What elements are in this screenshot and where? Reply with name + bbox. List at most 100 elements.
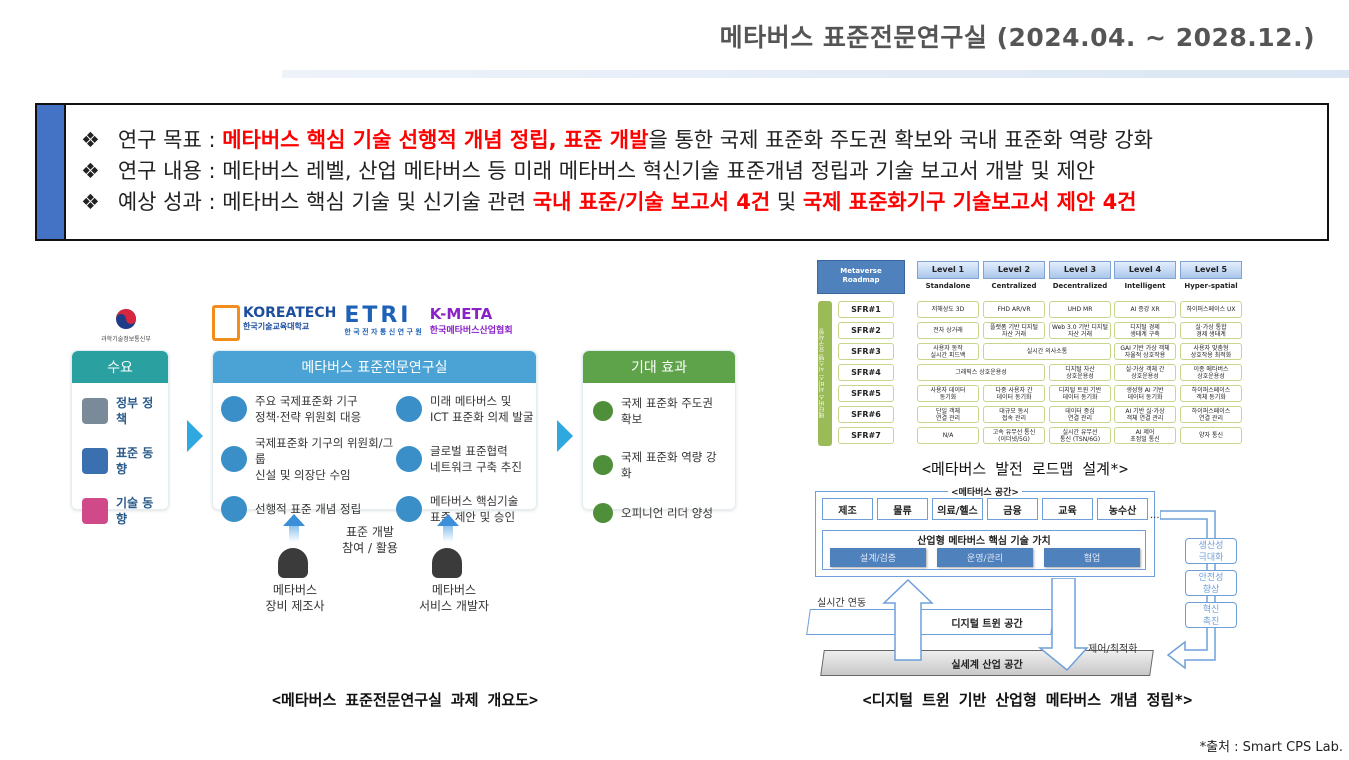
industry-box: 농수산 xyxy=(1097,498,1148,520)
accent-bar xyxy=(37,105,66,239)
effect-icon xyxy=(593,401,613,421)
effect-item: 오피니언 리더 양성 xyxy=(593,503,725,523)
etri-logo-subtext: 한 국 전 자 통 신 연 구 원 xyxy=(344,328,422,336)
effect-header: 기대 효과 xyxy=(583,351,735,383)
roadmap-cell: 플랫폼 기반 디지털 자산 거래 xyxy=(983,322,1045,339)
roadmap-cell: 하이퍼스페이스 연결 관리 xyxy=(1180,406,1242,423)
roadmap-cell: 실시간 의사소통 xyxy=(983,343,1111,360)
core-value-box xyxy=(822,530,1146,570)
demand-icon xyxy=(82,498,108,524)
goal-line: ❖예상 성과 : 메타버스 핵심 기술 및 신기술 관련 국내 표준/기술 보고… xyxy=(81,187,1153,218)
industry-box: 교육 xyxy=(1042,498,1093,520)
source-note: *출처 : Smart CPS Lab. xyxy=(1199,740,1343,755)
roadmap-cell: 실·가상 통합 경제 생태계 xyxy=(1180,322,1242,339)
goal-text: 을 통한 국제 표준화 주도권 확보와 국내 표준화 역량 강화 xyxy=(648,128,1153,152)
middle-label: 표준 개발 참여 / 활용 xyxy=(342,525,398,555)
roadmap-cell: 대규모 동시 접속 관리 xyxy=(983,406,1045,423)
demand-item-label: 기술 동향 xyxy=(116,496,154,526)
bullet-icon: ❖ xyxy=(81,190,100,214)
roadmap-cell: 하이퍼스페이스 UX xyxy=(1180,301,1242,318)
sfr-label: SFR#3 xyxy=(838,343,894,360)
effect-icon xyxy=(593,455,613,475)
industry-box: 의료/헬스 xyxy=(932,498,983,520)
flow-arrow-icon xyxy=(557,420,573,452)
government-logo xyxy=(108,307,144,331)
demand-icon xyxy=(82,448,108,474)
benefit-box: 혁신 촉진 xyxy=(1185,602,1237,628)
core-value-title: 산업형 메타버스 핵심 기술 가치 xyxy=(917,536,1051,547)
core-value-item: 협업 xyxy=(1044,548,1140,567)
level-subtitle: Hyper-spatial xyxy=(1184,282,1238,290)
sfr-label: SFR#5 xyxy=(838,385,894,402)
sfr-label: SFR#7 xyxy=(838,427,894,444)
goal-text: 메타버스 레벨, 산업 메타버스 등 미래 메타버스 혁신기술 표준개념 정립과… xyxy=(222,159,1096,183)
goal-text: 메타버스 핵심 기술 및 신기술 관련 xyxy=(222,190,533,214)
roadmap-cell: 디지털 경제 생태계 구축 xyxy=(1114,322,1176,339)
level-header: Level 4 xyxy=(1114,261,1176,279)
roadmap-cell: AI 제어 초정밀 통신 xyxy=(1114,427,1176,444)
demand-item-label: 정부 정책 xyxy=(116,396,154,426)
overview-caption: <메타버스 표준전문연구실 과제 개요도> xyxy=(272,691,538,709)
level-subtitle: Decentralized xyxy=(1052,282,1108,290)
roadmap-cell: UHD MR xyxy=(1049,301,1111,318)
roadmap-cell: 데이터 중심 연결 관리 xyxy=(1049,406,1111,423)
lab-item: 국제표준화 기구의 위원회/그룹 신설 및 의장단 수임 xyxy=(221,435,396,483)
government-logo-text: 과학기술정보통신부 xyxy=(101,336,151,343)
lab-item-label: 글로벌 표준협력 네트워크 구축 추진 xyxy=(430,444,522,474)
goal-label: 예상 성과 : xyxy=(117,190,223,214)
roadmap-cell: 하이퍼스페이스 객체 동기화 xyxy=(1180,385,1242,402)
core-value-item: 설계/검증 xyxy=(830,548,926,567)
lab-item-icon xyxy=(396,496,422,522)
highlight-text: 국제 표준화기구 기술보고서 제안 4건 xyxy=(802,190,1137,214)
kmeta-logo-subtext: 한국메타버스산업협회 xyxy=(429,326,513,336)
lab-item-label: 국제표준화 기구의 위원회/그룹 신설 및 의장단 수임 xyxy=(255,436,394,482)
roadmap-corner: Metaverse Roadmap xyxy=(817,260,905,294)
lab-item-icon xyxy=(396,396,422,422)
demand-item: 표준 동향 xyxy=(82,445,158,477)
up-arrow-icon xyxy=(283,514,305,526)
sfr-label: SFR#6 xyxy=(838,406,894,423)
lab-item: 미래 메타버스 및 ICT 표준화 의제 발굴 xyxy=(396,393,536,425)
level-header: Level 3 xyxy=(1049,261,1111,279)
roadmap-cell: N/A xyxy=(917,427,979,444)
title-underline xyxy=(282,70,1349,78)
control-label: 제어/최적화 xyxy=(1088,644,1138,655)
industry-box: 물류 xyxy=(877,498,928,520)
roadmap-cell: 실시간 유무선 통신 (TSN/6G) xyxy=(1049,427,1111,444)
koreatech-logo-text: KOREATECH xyxy=(243,305,337,321)
up-arrow-icon xyxy=(437,514,459,526)
highlight-text: 메타버스 핵심 기술 선행적 개념 정립, 표준 개발 xyxy=(222,128,649,152)
goal-text: 및 xyxy=(770,190,803,214)
benefit-box: 안전성 향상 xyxy=(1185,570,1237,596)
roadmap-caption: <메타버스 발전 로드맵 설계*> xyxy=(922,460,1128,478)
goal-line: ❖연구 목표 : 메타버스 핵심 기술 선행적 개념 정립, 표준 개발을 통한… xyxy=(81,125,1153,156)
metaverse-space-title: <메타버스 공간> xyxy=(948,485,1022,498)
roadmap-cell: 생성형 AI 기반 데이터 동기화 xyxy=(1114,385,1176,402)
roadmap-cell: Web 3.0 기반 디지털 자산 거래 xyxy=(1049,322,1111,339)
feedback-arrow-icon xyxy=(1160,510,1216,670)
lab-item: 주요 국제표준화 기구 정책·전략 위원회 대응 xyxy=(221,393,396,425)
roadmap-cell: 다중 사용자 간 데이터 동기화 xyxy=(983,385,1045,402)
lab-item: 메타버스 핵심기술 표준 제안 및 승인 xyxy=(396,493,536,525)
industry-box: 금융 xyxy=(987,498,1038,520)
demand-item: 정부 정책 xyxy=(82,395,158,427)
page-title: 메타버스 표준전문연구실 (2024.04. ~ 2028.12.) xyxy=(719,23,1315,52)
bullet-icon: ❖ xyxy=(81,128,100,152)
lab-item-icon xyxy=(221,496,247,522)
effect-item-label: 국제 표준화 주도권 확보 xyxy=(621,396,713,426)
effect-item-label: 오피니언 리더 양성 xyxy=(621,506,713,520)
effect-item: 국제 표준화 역량 강화 xyxy=(593,449,725,481)
ellipsis: ... xyxy=(1150,510,1160,521)
lab-item-icon xyxy=(396,446,422,472)
level-subtitle: Standalone xyxy=(925,282,971,290)
developer-person-icon xyxy=(432,548,462,578)
lab-header: 메타버스 표준전문연구실 xyxy=(213,351,536,383)
sfr-label: SFR#4 xyxy=(838,364,894,381)
